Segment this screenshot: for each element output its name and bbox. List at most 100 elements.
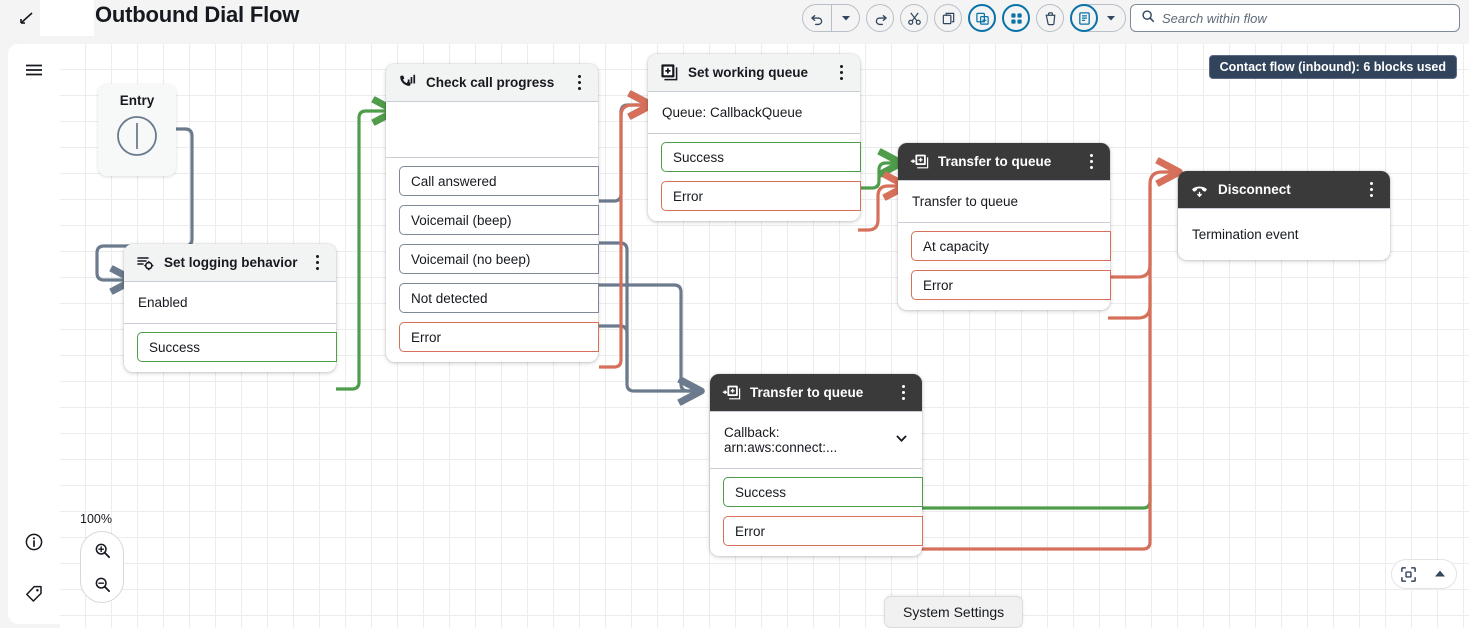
triangle-up-icon[interactable] [1427,562,1453,586]
hamburger-menu-icon[interactable] [8,44,60,96]
tag-icon[interactable] [8,568,60,620]
block-menu-button[interactable] [834,64,848,82]
set-queue-icon [660,63,679,82]
connector-layer [95,44,1469,551]
block-ports: At capacity Error [898,222,1111,310]
block-body-text: Queue: CallbackQueue [662,105,803,120]
chevron-down-icon[interactable] [895,432,908,448]
block-menu-button[interactable] [1084,153,1098,171]
port-success[interactable]: Success [137,332,337,362]
block-ports: Success [124,323,337,372]
undo-group [802,4,860,32]
port-success[interactable]: Success [723,477,923,507]
block-body-text: Callback: arn:aws:connect:... [724,425,838,455]
entry-label: Entry [119,93,155,108]
zoom-level-label: 100% [80,512,112,526]
scissors-icon[interactable] [900,4,928,32]
search-placeholder: Search within flow [1162,10,1267,26]
chevron-down-icon[interactable] [1097,5,1125,31]
editor-toolbar [802,4,1126,32]
title-tab-spacer [40,0,94,36]
pencil-icon[interactable] [16,8,38,28]
block-body[interactable]: Callback: arn:aws:connect:... [710,411,922,468]
block-menu-button[interactable] [572,74,586,92]
block-body-text: Termination event [1192,227,1299,242]
zoom-controls [80,531,124,603]
flow-canvas[interactable]: Entry Set logging behavior Enabled Succe… [60,44,1469,628]
block-body [386,101,598,157]
block-menu-button[interactable] [896,384,910,402]
block-header[interactable]: Set logging behavior [124,244,336,281]
block-body-text: Enabled [138,295,188,310]
port-label: At capacity [923,238,990,254]
port-label: Error [673,188,703,204]
block-body-text: Transfer to queue [912,194,1019,209]
chevron-down-icon[interactable] [831,5,859,31]
block-body: Transfer to queue [898,180,1110,222]
trash-icon[interactable] [1036,4,1064,32]
block-title: Transfer to queue [750,384,864,400]
block-body: Termination event [1178,208,1390,260]
block-disconnect[interactable]: Disconnect Termination event [1178,171,1390,260]
block-header[interactable]: Transfer to queue [710,374,922,411]
search-input[interactable]: Search within flow [1130,4,1460,32]
block-header[interactable]: Transfer to queue [898,143,1110,180]
phone-hangup-icon [1190,180,1209,199]
block-menu-button[interactable] [310,254,324,272]
copy-icon[interactable] [934,4,962,32]
port-label: Error [411,329,441,345]
port-label: Success [149,339,201,355]
port-label: Voicemail (no beep) [411,251,531,267]
block-title: Disconnect [1218,181,1291,197]
canvas-view-controls [1391,559,1457,589]
block-ports: Success Error [710,468,923,556]
left-sidebar [8,44,60,624]
block-title: Transfer to queue [938,153,1052,169]
port-error[interactable]: Error [661,181,861,211]
block-menu-button[interactable] [1364,181,1378,199]
grid-apps-icon[interactable] [1002,4,1030,32]
status-badge: Contact flow (inbound): 6 blocks used [1208,55,1457,79]
top-bar: Outbound Dial Flow [0,0,1469,36]
port-label: Error [735,523,765,539]
block-header[interactable]: Set working queue [648,54,860,91]
port-call-answered[interactable]: Call answered [399,166,599,196]
call-progress-icon [398,73,417,92]
block-check-call-progress[interactable]: Check call progress Call answered Voicem… [386,64,599,362]
block-title: Set logging behavior [164,254,298,270]
undo-icon[interactable] [803,5,831,31]
port-error[interactable]: Error [723,516,923,546]
notes-group [1070,4,1126,32]
zoom-out-icon[interactable] [87,570,117,598]
block-set-logging-behavior[interactable]: Set logging behavior Enabled Success [124,244,337,372]
block-title: Set working queue [688,64,809,80]
block-title: Check call progress [426,74,555,90]
port-success[interactable]: Success [661,142,861,172]
port-label: Call answered [411,173,497,189]
redo-icon[interactable] [866,4,894,32]
port-error[interactable]: Error [399,322,599,352]
block-header[interactable]: Disconnect [1178,171,1390,208]
entry-node[interactable]: Entry [98,84,176,176]
fit-to-screen-icon[interactable] [1395,562,1421,586]
block-set-working-queue[interactable]: Set working queue Queue: CallbackQueue S… [648,54,861,221]
port-error[interactable]: Error [911,270,1111,300]
system-settings-panel[interactable]: System Settings [884,596,1024,628]
info-circle-icon[interactable] [8,516,60,568]
port-label: Not detected [411,290,488,306]
block-transfer-to-queue-top[interactable]: Transfer to queue Transfer to queue At c… [898,143,1111,310]
port-voicemail-beep[interactable]: Voicemail (beep) [399,205,599,235]
block-ports: Success Error [648,133,861,221]
document-icon[interactable] [1070,4,1098,32]
block-ports: Call answered Voicemail (beep) Voicemail… [386,157,599,362]
port-label: Success [673,149,725,165]
block-transfer-to-queue-bottom[interactable]: Transfer to queue Callback: arn:aws:conn… [710,374,923,556]
zoom-in-icon[interactable] [87,536,117,564]
block-header[interactable]: Check call progress [386,64,598,101]
port-not-detected[interactable]: Not detected [399,283,599,313]
paste-icon[interactable] [968,4,996,32]
port-label: Voicemail (beep) [411,212,512,228]
port-at-capacity[interactable]: At capacity [911,231,1111,261]
port-voicemail-no-beep[interactable]: Voicemail (no beep) [399,244,599,274]
logging-behavior-icon [136,253,155,272]
